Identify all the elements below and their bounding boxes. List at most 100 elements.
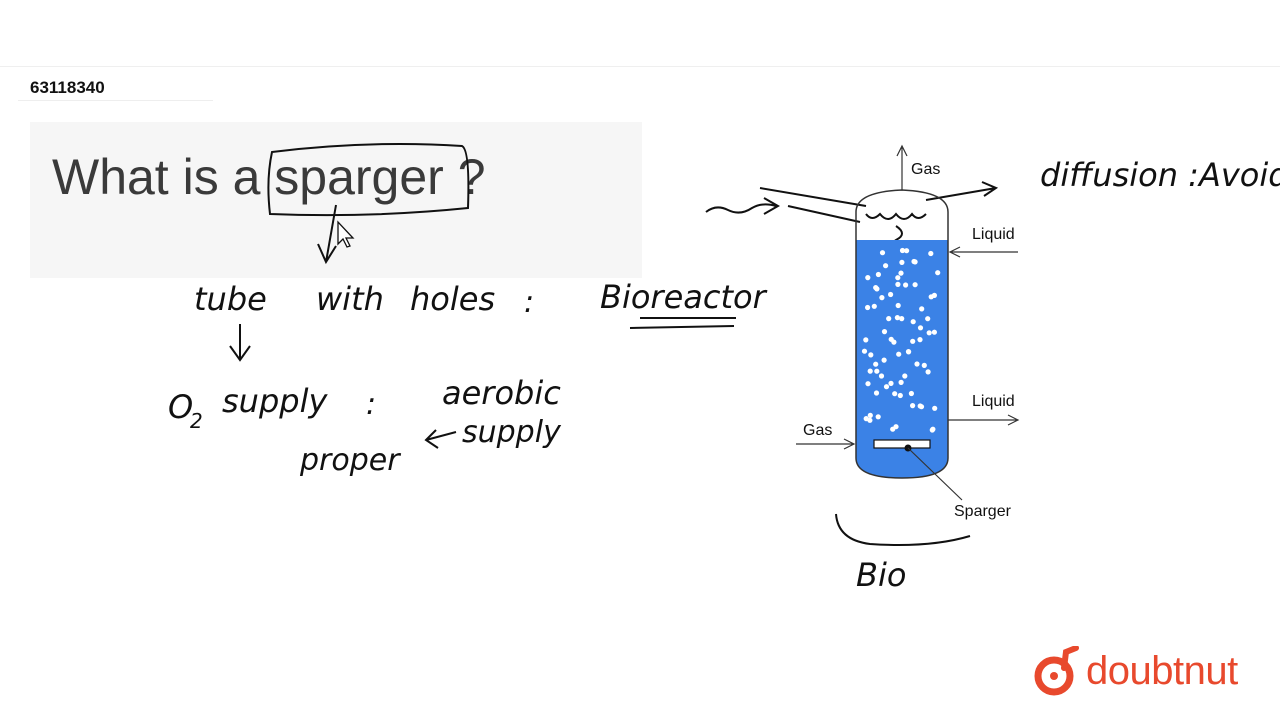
question-id-underline	[18, 100, 213, 101]
question-id: 63118340	[30, 78, 105, 97]
bubble	[910, 403, 916, 409]
liquid-in-arrow	[948, 246, 1018, 258]
top-bar	[0, 0, 1280, 67]
arrow-left	[424, 429, 457, 449]
sparger-plate	[873, 439, 931, 449]
bubble	[891, 339, 897, 345]
label-gas-in: Gas	[803, 422, 832, 439]
bubble	[899, 247, 906, 254]
liquid-out-arrow	[948, 414, 1020, 426]
note-proper: proper	[299, 443, 401, 478]
gas-bubbles	[861, 247, 941, 433]
bubble	[898, 379, 904, 385]
bubble	[895, 275, 901, 281]
note-o: O	[168, 388, 193, 426]
bubble	[926, 330, 932, 336]
squiggle-arrow	[705, 197, 781, 215]
cursor-icon	[337, 220, 355, 248]
bubble	[910, 319, 916, 325]
note-supply-2: supply	[462, 415, 562, 450]
bubble	[897, 392, 903, 399]
note-o-subscript: 2	[190, 409, 203, 433]
bubble	[908, 390, 915, 397]
bubble	[867, 412, 873, 418]
bubble	[861, 348, 868, 354]
bubble	[928, 294, 934, 300]
bubble	[925, 316, 931, 322]
inlet-lines	[759, 187, 867, 223]
bubble	[888, 291, 894, 298]
note-diffusion-avoid: diffusion :Avoid	[1040, 156, 1280, 194]
bubble	[912, 259, 918, 265]
bubble	[888, 380, 894, 386]
note-bio: Bio	[856, 556, 906, 594]
note-aerobic: aerobic	[442, 374, 561, 412]
note-holes: holes	[410, 280, 495, 318]
note-with: with	[316, 280, 384, 318]
bubble	[898, 270, 904, 276]
bubble	[902, 373, 908, 379]
bubble	[874, 368, 880, 374]
bubble	[883, 384, 890, 390]
note-colon-2: :	[366, 387, 376, 422]
label-sparger: Sparger	[954, 503, 1012, 520]
bubble	[865, 381, 871, 387]
bubble	[899, 316, 905, 322]
bubble	[893, 424, 899, 430]
sparger-leader-line	[907, 447, 963, 501]
bubble	[928, 250, 934, 257]
bio-bracket	[835, 513, 971, 546]
bubble	[865, 275, 871, 281]
arrow-down-2	[229, 324, 251, 362]
doubtnut-logo: doubtnut	[1034, 644, 1238, 698]
note-bioreactor: Bioreactor	[600, 278, 768, 316]
bubble	[899, 259, 905, 265]
bubble	[863, 416, 869, 422]
bubble	[879, 295, 885, 301]
bubble	[917, 325, 924, 331]
bubble	[865, 304, 871, 311]
doubtnut-logo-text: doubtnut	[1086, 648, 1238, 693]
bioreactor-underline	[629, 317, 736, 329]
label-liquid-out: Liquid	[972, 393, 1015, 410]
arrow-down-1	[317, 204, 337, 265]
bubble	[895, 281, 901, 287]
bubble	[914, 361, 920, 367]
note-supply-1: supply	[222, 382, 328, 420]
bubble	[867, 368, 873, 374]
bubble	[878, 373, 885, 379]
bubble	[863, 337, 869, 343]
bubble	[917, 337, 923, 343]
column-outline	[855, 189, 949, 479]
gas-out-line	[896, 144, 908, 190]
bubble	[881, 329, 888, 335]
bubble	[873, 285, 879, 291]
bubble	[892, 391, 898, 397]
bubble	[875, 414, 881, 420]
bubble	[883, 263, 889, 269]
bubble	[904, 248, 910, 254]
bubble	[921, 362, 927, 368]
label-gas-top: Gas	[911, 161, 940, 178]
bubble	[879, 250, 886, 256]
bubble	[896, 351, 902, 357]
bubble	[895, 302, 901, 309]
bubble	[912, 282, 918, 288]
bubble	[881, 357, 887, 363]
bubble	[894, 315, 901, 321]
bubble	[875, 271, 882, 278]
bubble	[906, 349, 912, 355]
sparger-highlight-box	[267, 143, 470, 217]
doubtnut-logo-icon	[1034, 646, 1079, 696]
gas-in-arrow	[796, 438, 856, 450]
bubble	[919, 306, 925, 312]
bubble	[932, 405, 938, 411]
note-colon-1: :	[524, 285, 534, 320]
bubble	[917, 403, 923, 409]
bubble	[935, 270, 941, 276]
bubble	[903, 282, 909, 288]
note-tube: tube	[194, 280, 267, 318]
bubble	[925, 369, 931, 375]
bubble	[910, 338, 916, 344]
